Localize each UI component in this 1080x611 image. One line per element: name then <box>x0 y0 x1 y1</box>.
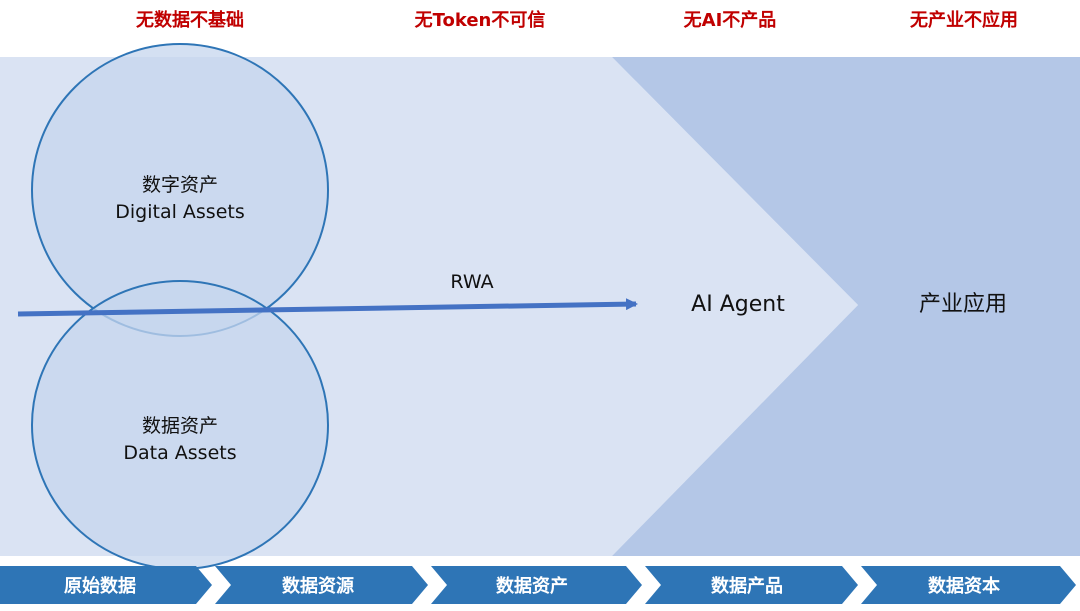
stage-data-capital: 数据资本 <box>861 566 1076 604</box>
digital-assets-en-label: Digital Assets <box>115 201 245 223</box>
stage-raw-data-label: 原始数据 <box>64 575 136 597</box>
slogan-no-ai: 无AI不产品 <box>683 10 777 31</box>
stage-data-resources: 数据资源 <box>215 566 428 604</box>
stage-data-products: 数据产品 <box>645 566 858 604</box>
digital-assets-cn-label: 数字资产 <box>142 174 218 196</box>
slogan-no-token: 无Token不可信 <box>414 10 546 31</box>
background-chevron-panel <box>612 57 1080 556</box>
stage-data-assets-label: 数据资产 <box>496 575 568 597</box>
stage-data-assets: 数据资产 <box>431 566 642 604</box>
digital-assets-circle: 数字资产 Digital Assets <box>31 43 329 337</box>
data-assets-circle: 数据资产 Data Assets <box>31 280 329 570</box>
stage-raw-data: 原始数据 <box>0 566 212 604</box>
stage-data-capital-label: 数据资本 <box>928 575 1000 597</box>
slogan-no-industry: 无产业不应用 <box>910 10 1018 31</box>
stage-data-resources-label: 数据资源 <box>282 575 354 597</box>
data-assets-en-label: Data Assets <box>123 442 236 464</box>
stage-data-products-label: 数据产品 <box>711 575 783 597</box>
rwa-arrow <box>17 298 638 317</box>
industry-application-label: 产业应用 <box>919 292 1007 317</box>
data-assets-cn-label: 数据资产 <box>142 415 218 437</box>
ai-agent-label: AI Agent <box>691 292 785 317</box>
slogan-no-data: 无数据不基础 <box>136 10 244 31</box>
rwa-label: RWA <box>450 271 493 293</box>
